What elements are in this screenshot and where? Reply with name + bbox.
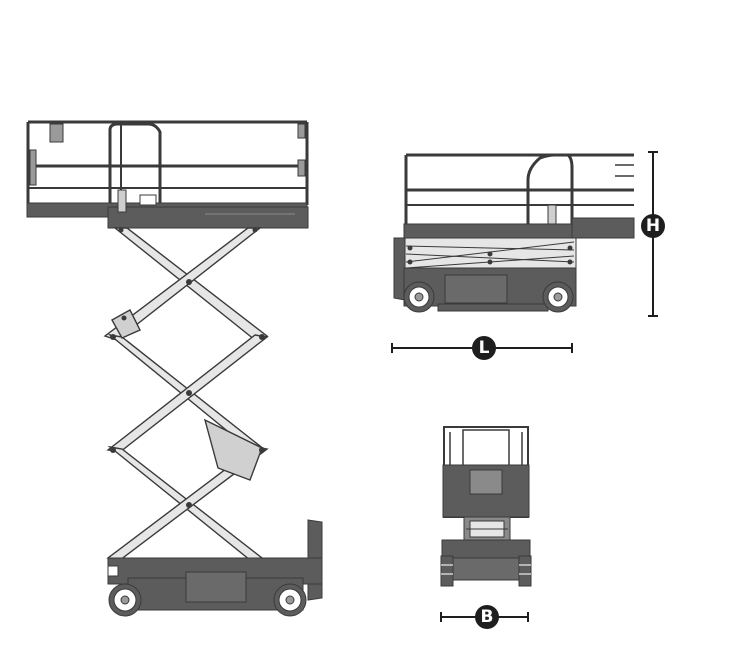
stowed-wheel-rear (542, 281, 574, 313)
length-dimension: L (391, 336, 573, 360)
stowed-scissor-stack (403, 237, 577, 271)
length-marker-label: L (479, 338, 490, 358)
stowed-guardrail (404, 153, 634, 228)
raised-scissor-stack (103, 227, 269, 561)
stowed-side-view (393, 153, 635, 313)
raised-guardrail (26, 120, 309, 205)
front-wheel-right (518, 555, 532, 587)
front-wheel-left (440, 555, 454, 587)
raised-side-view (26, 120, 323, 617)
height-marker-badge (641, 214, 665, 238)
stowed-platform-extension (571, 217, 635, 239)
front-view (440, 426, 532, 587)
height-marker-label: H (646, 216, 660, 236)
raised-wheel-front (108, 583, 142, 617)
width-dimension: B (440, 605, 529, 629)
raised-wheel-rear (273, 583, 307, 617)
front-chassis (441, 539, 531, 581)
length-marker-badge (472, 336, 496, 360)
raised-platform-extension (107, 206, 309, 229)
width-marker-badge (475, 605, 499, 629)
height-dimension: H (641, 151, 665, 317)
stowed-wheel-front (403, 281, 435, 313)
width-marker-label: B (481, 607, 494, 627)
front-scissor-stack (463, 516, 511, 542)
